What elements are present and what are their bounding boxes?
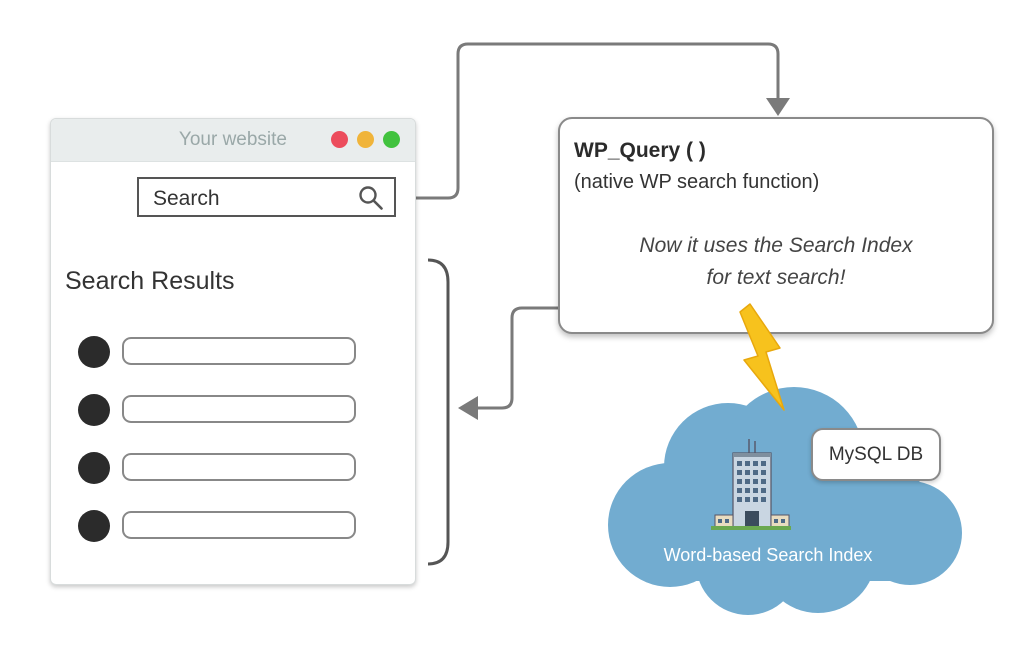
mysql-db-label: MySQL DB (828, 444, 924, 465)
close-dot-icon[interactable] (331, 131, 348, 148)
arrow-wpquery-to-results (476, 306, 558, 410)
server-building-icon (711, 439, 791, 530)
list-item[interactable] (122, 395, 356, 423)
search-input[interactable]: Search (137, 177, 396, 217)
wp-query-note-line1: Now it uses the Search Index (639, 234, 913, 257)
browser-titlebar: Your website (51, 119, 415, 162)
wp-query-box: WP_Query ( ) (native WP search function)… (558, 117, 994, 334)
lightning-bolt-icon (739, 303, 785, 411)
list-item[interactable] (122, 511, 356, 539)
arrow-search-to-wpquery (400, 42, 780, 200)
website-title: Your website (178, 129, 287, 150)
search-index-label: Word-based Search Index (663, 545, 873, 565)
mysql-db-badge: MySQL DB (811, 428, 941, 481)
list-bullet (78, 336, 110, 368)
list-bullet (78, 394, 110, 426)
list-bullet (78, 452, 110, 484)
maximize-dot-icon[interactable] (383, 131, 400, 148)
results-bracket (427, 258, 450, 566)
search-placeholder: Search (153, 187, 220, 210)
arrowhead-down (766, 98, 790, 116)
wp-query-note-line2: for text search! (706, 266, 846, 289)
wp-query-subtitle: (native WP search function) (574, 171, 820, 193)
wp-query-title: WP_Query ( ) (574, 139, 706, 162)
search-icon[interactable] (358, 185, 384, 211)
list-item[interactable] (122, 453, 356, 481)
list-bullet (78, 510, 110, 542)
arrowhead-left (458, 396, 478, 420)
minimize-dot-icon[interactable] (357, 131, 374, 148)
search-results-heading: Search Results (65, 267, 235, 295)
list-item[interactable] (122, 337, 356, 365)
website-window: Your website Search Search Results (50, 118, 416, 585)
